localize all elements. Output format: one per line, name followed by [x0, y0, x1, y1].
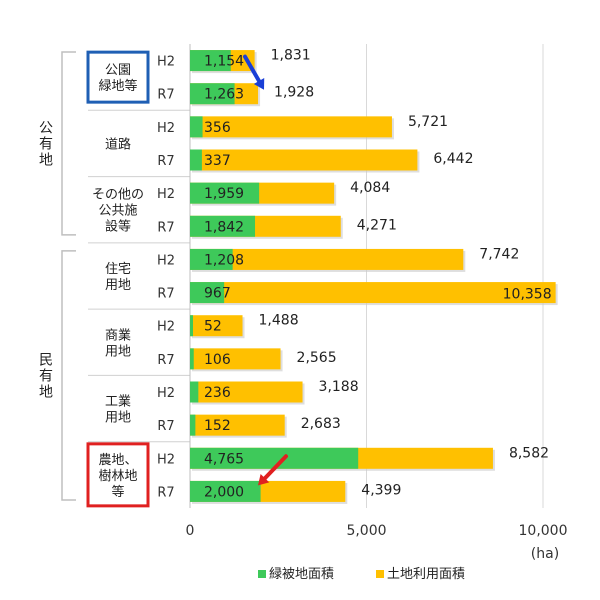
year-label-3-1: R7: [157, 287, 174, 302]
label-green-0-0: 1,154: [204, 54, 244, 70]
group-bracket-0: [61, 51, 76, 236]
x-unit-label: (ha): [531, 546, 559, 562]
category-label-5: 工業用地: [105, 394, 131, 426]
label-land-1-1: 6,442: [433, 151, 473, 167]
label-land-5-1: 2,683: [301, 416, 341, 432]
bar-land-3-0: [190, 248, 464, 270]
bar-green-1-1: [190, 149, 202, 171]
bar-land-4-0: [190, 315, 243, 337]
bar-green-3-0: [190, 248, 233, 270]
label-green-2-0: 1,959: [204, 186, 244, 202]
bar-green-3-1: [190, 282, 225, 304]
bar-land-1-0: [190, 116, 392, 138]
label-land-6-1: 4,399: [361, 482, 401, 498]
year-label-4-0: H2: [157, 320, 175, 335]
year-label-1-0: H2: [157, 121, 175, 136]
label-green-2-1: 1,842: [204, 219, 244, 235]
bar-green-5-1: [190, 414, 196, 436]
bar-green-2-0: [190, 182, 260, 204]
bar-green-0-1: [190, 83, 235, 105]
bar-green-5-0: [190, 381, 199, 403]
year-label-6-1: R7: [157, 485, 174, 500]
bar-green-4-0: [190, 315, 193, 337]
label-land-6-0: 8,582: [509, 445, 549, 461]
year-label-6-0: H2: [157, 452, 175, 467]
category-label-6: 農地、樹林地等: [98, 453, 137, 500]
category-label-2: その他の公共施設等: [92, 188, 144, 235]
annotation-arrow-shaft-1: [262, 454, 288, 481]
group-bracket-1: [61, 250, 76, 501]
annotation-arrow-shaft-0: [243, 54, 262, 84]
bar-green-6-0: [190, 447, 359, 469]
bar-land-5-1: [190, 414, 285, 436]
label-land-4-1: 2,565: [297, 350, 337, 366]
category-label-1: 道路: [105, 136, 131, 152]
category-highlight-box-6: [86, 442, 150, 508]
label-green-6-1: 2,000: [204, 484, 244, 500]
label-green-4-1: 106: [204, 352, 231, 368]
group-label-0: 公有地: [39, 120, 53, 168]
label-green-3-0: 1,208: [204, 252, 244, 268]
year-label-0-1: R7: [157, 88, 174, 103]
year-label-5-1: R7: [157, 419, 174, 434]
label-green-0-1: 1,263: [204, 87, 244, 103]
label-green-3-1: 967: [204, 286, 231, 302]
label-land-1-0: 5,721: [408, 114, 448, 130]
year-label-2-0: H2: [157, 187, 175, 202]
bar-green-1-0: [190, 116, 203, 138]
legend-swatch-green: [258, 570, 266, 578]
label-land-2-1: 4,271: [357, 217, 397, 233]
bar-land-5-0: [190, 381, 303, 403]
x-tick-label-0: 0: [186, 523, 195, 539]
label-land-2-0: 4,084: [350, 180, 390, 196]
year-label-3-0: H2: [157, 253, 175, 268]
year-label-0-0: H2: [157, 55, 175, 70]
x-tick-label-2: 10,000: [519, 523, 568, 539]
year-label-4-1: R7: [157, 353, 174, 368]
label-land-0-0: 1,831: [271, 48, 311, 64]
label-green-5-0: 236: [204, 385, 231, 401]
bar-green-4-1: [190, 348, 194, 370]
category-label-3: 住宅用地: [105, 262, 131, 293]
bar-green-0-0: [190, 50, 231, 72]
bar-land-1-1: [190, 149, 418, 171]
label-land-5-0: 3,188: [319, 379, 359, 395]
annotation-arrowhead-1: [258, 474, 270, 486]
bar-land-3-1: [190, 282, 556, 304]
legend-label-land: 土地利用面積: [387, 567, 465, 582]
x-tick-label-1: 5,000: [346, 523, 386, 539]
label-green-1-0: 356: [204, 120, 231, 136]
bar-green-2-1: [190, 215, 256, 237]
label-green-1-1: 337: [204, 153, 231, 169]
label-land-3-0: 7,742: [479, 246, 519, 262]
label-green-4-0: 52: [204, 319, 222, 335]
annotation-arrowhead-0: [253, 78, 265, 90]
label-land-3-1: 10,358: [503, 287, 552, 303]
year-label-5-0: H2: [157, 386, 175, 401]
legend-swatch-land: [376, 570, 384, 578]
label-land-4-0: 1,488: [259, 313, 299, 329]
bar-green-6-1: [190, 480, 261, 502]
category-highlight-box-0: [86, 50, 150, 104]
bar-land-4-1: [190, 348, 281, 370]
category-label-0: 公園緑地等: [98, 63, 137, 94]
label-green-6-0: 4,765: [204, 451, 244, 467]
year-label-2-1: R7: [157, 220, 174, 235]
label-green-5-1: 152: [204, 418, 231, 434]
legend-label-green: 緑被地面積: [269, 567, 334, 582]
category-label-4: 商業用地: [105, 327, 131, 359]
label-land-0-1: 1,928: [274, 85, 314, 101]
year-label-1-1: R7: [157, 154, 174, 169]
group-label-1: 民有地: [39, 352, 53, 400]
